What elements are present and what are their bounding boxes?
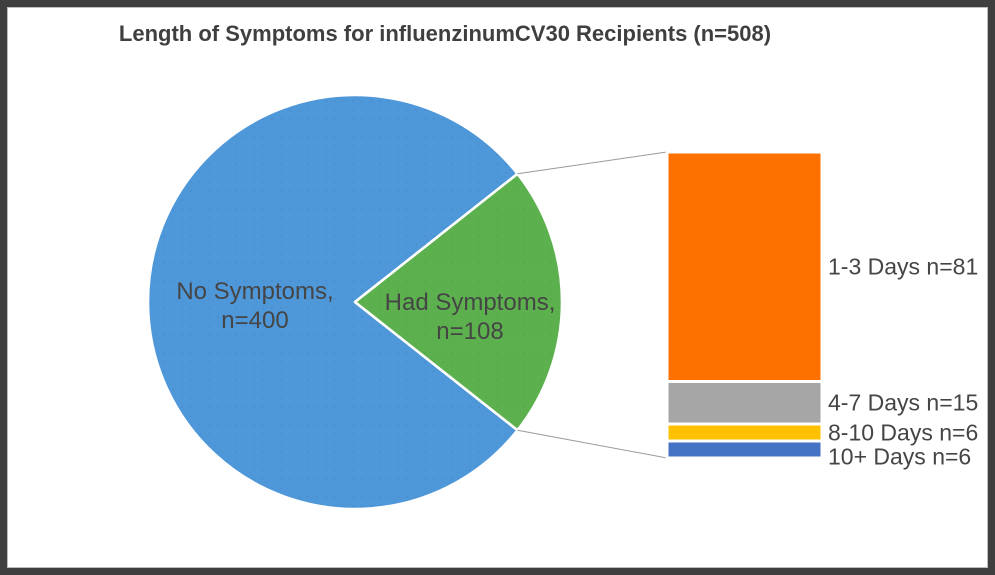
bar-segment-4-7-days <box>665 380 824 426</box>
pie-label-line: n=400 <box>221 307 289 334</box>
pie-texture-dots <box>150 97 560 507</box>
bar-segment-8-10-days <box>665 422 824 443</box>
breakdown-bar <box>665 150 824 460</box>
bar-segment-1-3-days <box>665 150 824 383</box>
pie-label-line: n=108 <box>436 318 504 345</box>
bar-label-4-7-days: 4-7 Days n=15 <box>828 389 979 416</box>
bar-label-10-plus-days: 10+ Days n=6 <box>828 443 972 469</box>
bar-label-1-3-days: 1-3 Days n=81 <box>828 253 979 280</box>
pie-label-no-symptoms: No Symptoms, n=400 <box>176 277 333 335</box>
pie-label-line: No Symptoms, <box>176 278 334 305</box>
pie-label-had-symptoms: Had Symptoms, n=108 <box>385 288 556 346</box>
connector-line-bottom <box>517 429 668 459</box>
pie-label-line: Had Symptoms, <box>384 289 556 316</box>
bar-segment-10-plus-days <box>665 439 824 460</box>
connector-line-top <box>517 151 668 175</box>
bar-label-8-10-days: 8-10 Days n=6 <box>828 419 979 445</box>
chart-title: Length of Symptoms for influenzinumCV30 … <box>118 21 772 46</box>
